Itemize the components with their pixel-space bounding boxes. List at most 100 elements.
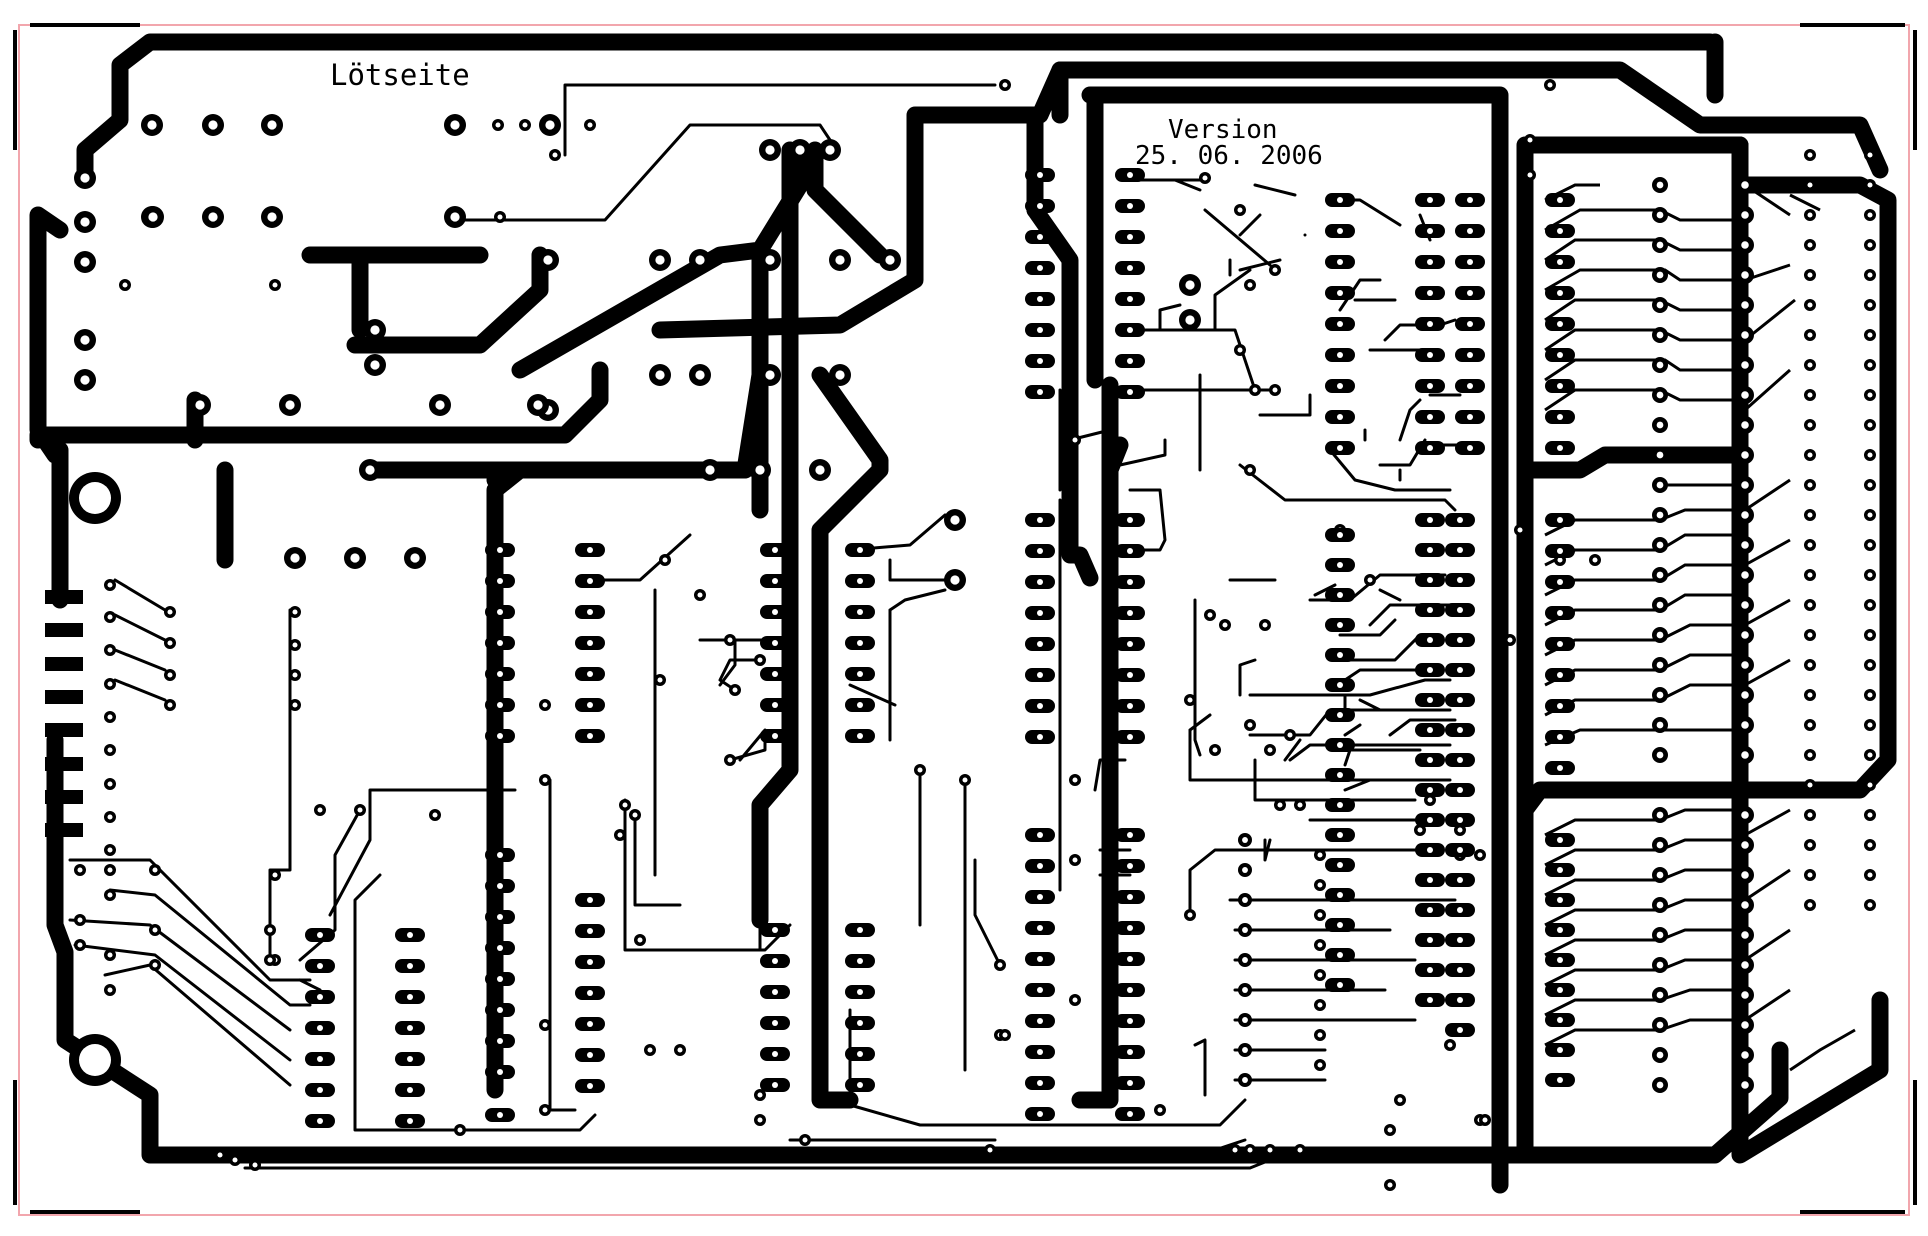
- drill-hole: [1037, 203, 1043, 209]
- drill-hole: [1741, 331, 1749, 339]
- drill-hole: [1457, 637, 1463, 643]
- drill-hole: [1807, 272, 1813, 278]
- drill-hole: [1297, 1147, 1303, 1153]
- drill-hole: [1807, 482, 1813, 488]
- drill-hole: [1807, 302, 1813, 308]
- drill-hole: [705, 465, 715, 475]
- drill-hole: [1741, 241, 1749, 249]
- drill-hole: [1527, 172, 1533, 178]
- drill-hole: [1656, 1021, 1664, 1029]
- connector-fanout-traces: [1544, 183, 1856, 1072]
- drill-hole: [407, 1025, 413, 1031]
- drill-hole: [457, 1127, 463, 1133]
- drill-hole: [1337, 712, 1343, 718]
- drill-hole: [1387, 1182, 1393, 1188]
- drill-hole: [497, 914, 503, 920]
- drill-hole: [1427, 727, 1433, 733]
- drill-hole: [1557, 837, 1563, 843]
- drill-hole: [1427, 757, 1433, 763]
- drill-hole: [1557, 259, 1563, 265]
- drill-hole: [497, 1069, 503, 1075]
- drill-hole: [1457, 697, 1463, 703]
- drill-hole: [695, 255, 705, 265]
- drill-hole: [1337, 742, 1343, 748]
- drill-hole: [1127, 172, 1133, 178]
- drill-hole: [1457, 847, 1463, 853]
- drill-hole: [622, 802, 628, 808]
- drill-hole: [1557, 579, 1563, 585]
- corner-marks: [13, 23, 1917, 1214]
- drill-hole: [1457, 817, 1463, 823]
- drill-hole: [290, 553, 300, 563]
- drill-hole: [1427, 517, 1433, 523]
- drill-hole: [292, 672, 298, 678]
- drill-hole: [167, 702, 173, 708]
- drill-hole: [655, 370, 665, 380]
- drill-hole: [1557, 517, 1563, 523]
- drill-hole: [1807, 452, 1813, 458]
- drill-hole: [267, 120, 277, 130]
- drill-hole: [1741, 631, 1749, 639]
- drill-hole: [1457, 907, 1463, 913]
- drill-hole: [1807, 332, 1813, 338]
- drill-hole: [365, 465, 375, 475]
- drill-hole: [1242, 1017, 1248, 1023]
- drill-hole: [1337, 652, 1343, 658]
- drill-hole: [1427, 967, 1433, 973]
- drill-hole: [857, 671, 863, 677]
- drill-hole: [1447, 1042, 1453, 1048]
- drill-hole: [1741, 481, 1749, 489]
- drill-hole: [1867, 212, 1873, 218]
- drill-hole: [272, 282, 278, 288]
- drill-hole: [533, 400, 543, 410]
- drill-hole: [1467, 352, 1473, 358]
- drill-hole: [1807, 722, 1813, 728]
- drill-hole: [1037, 956, 1043, 962]
- drill-hole: [987, 1147, 993, 1153]
- drill-hole: [450, 212, 460, 222]
- drill-hole: [1741, 691, 1749, 699]
- drill-hole: [1557, 352, 1563, 358]
- drill-hole: [1557, 383, 1563, 389]
- drill-hole: [1656, 961, 1664, 969]
- drill-hole: [1427, 577, 1433, 583]
- drill-hole: [542, 1107, 548, 1113]
- drill-hole: [350, 553, 360, 563]
- drill-hole: [1242, 867, 1248, 873]
- drill-hole: [1867, 392, 1873, 398]
- drill-hole: [542, 702, 548, 708]
- drill-hole: [1807, 542, 1813, 548]
- drill-hole: [1741, 961, 1749, 969]
- drill-hole: [407, 994, 413, 1000]
- drill-hole: [1656, 751, 1664, 759]
- drill-hole: [1127, 1049, 1133, 1055]
- drill-hole: [1127, 925, 1133, 931]
- drill-hole: [1741, 721, 1749, 729]
- drill-hole: [1557, 927, 1563, 933]
- drill-hole: [1337, 892, 1343, 898]
- drill-hole: [857, 609, 863, 615]
- drill-hole: [542, 777, 548, 783]
- drill-hole: [152, 927, 158, 933]
- drill-hole: [152, 962, 158, 968]
- drill-hole: [795, 145, 805, 155]
- drill-hole: [1867, 302, 1873, 308]
- drill-hole: [1656, 1081, 1664, 1089]
- drill-hole: [1741, 811, 1749, 819]
- drill-hole: [732, 687, 738, 693]
- drill-hole: [1477, 852, 1483, 858]
- drill-hole: [1867, 842, 1873, 848]
- drill-hole: [167, 609, 173, 615]
- drill-hole: [757, 657, 763, 663]
- drill-hole: [1741, 511, 1749, 519]
- drill-hole: [587, 578, 593, 584]
- drill-hole: [857, 1020, 863, 1026]
- drill-hole: [1741, 361, 1749, 369]
- drill-hole: [1337, 562, 1343, 568]
- drill-hole: [1457, 547, 1463, 553]
- drill-hole: [1557, 610, 1563, 616]
- drill-hole: [857, 927, 863, 933]
- drill-hole: [1037, 548, 1043, 554]
- drill-hole: [1557, 414, 1563, 420]
- drill-hole: [1867, 512, 1873, 518]
